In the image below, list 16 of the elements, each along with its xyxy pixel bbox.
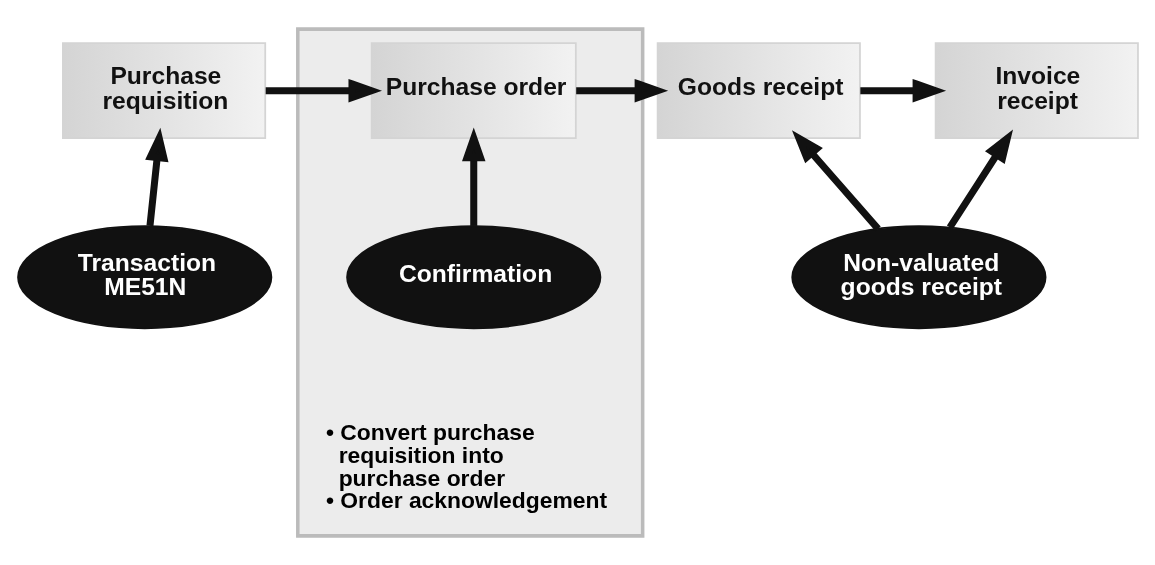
cluster bbox=[295, 27, 644, 538]
node-box: Goods receipt bbox=[656, 42, 861, 140]
arrow bbox=[461, 127, 485, 226]
node-box: Invoice receipt bbox=[934, 42, 1139, 140]
node-ellipse: Transaction ME51N bbox=[16, 225, 272, 330]
arrow bbox=[791, 130, 881, 232]
node-box: Purchase requisition bbox=[61, 42, 266, 140]
arrow bbox=[946, 129, 1013, 230]
arrow bbox=[265, 79, 382, 103]
node-box: Purchase order bbox=[370, 42, 577, 140]
label: • Convert purchase requisition into purchase order bbox=[325, 418, 535, 491]
node-ellipse: Confirmation bbox=[345, 225, 601, 330]
node-ellipse: Non-valuated goods receipt bbox=[790, 225, 1046, 330]
arrow bbox=[575, 78, 668, 103]
arrow bbox=[859, 78, 946, 103]
arrow bbox=[144, 127, 168, 227]
